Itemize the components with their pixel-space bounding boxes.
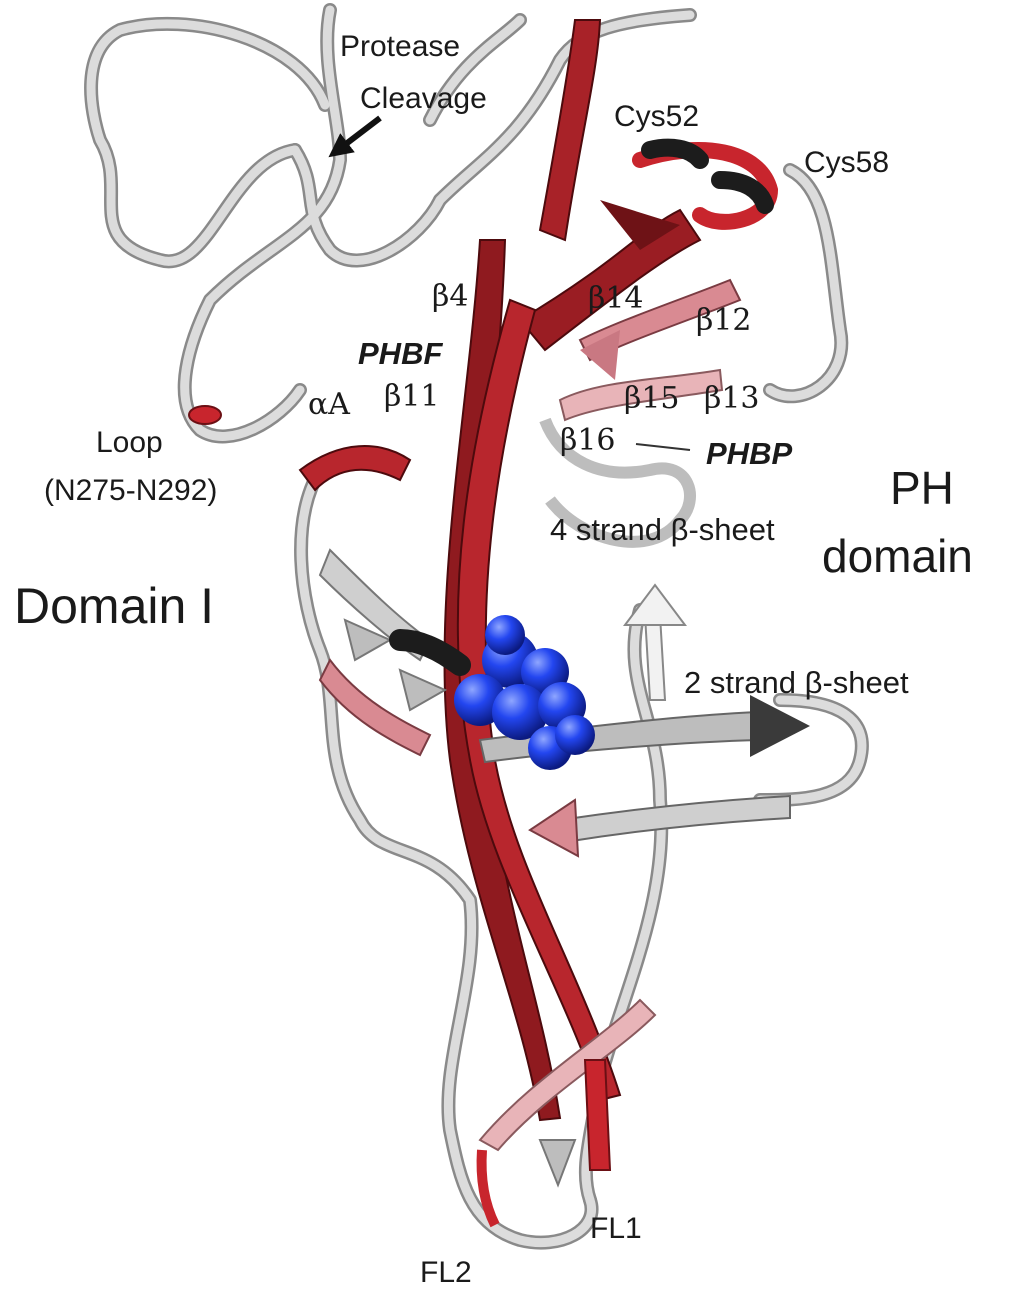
two-strand-lower-arrowhead bbox=[530, 800, 578, 856]
fl1-strand bbox=[585, 1060, 610, 1170]
domain-i-arrow-2 bbox=[400, 670, 445, 710]
ph-domain-label: domain bbox=[822, 530, 973, 583]
cys52-label: Cys52 bbox=[614, 100, 699, 135]
beta16-leader bbox=[636, 444, 690, 450]
phbp-label: PHBP bbox=[706, 436, 792, 472]
cys58-label: Cys58 bbox=[804, 146, 889, 181]
cleavage-label: Cleavage bbox=[360, 82, 487, 117]
lower-crossing-strand bbox=[480, 1000, 655, 1150]
beta13-label: β13 bbox=[704, 382, 760, 417]
beta4-label: β4 bbox=[432, 280, 468, 315]
top-strand bbox=[540, 20, 600, 240]
domain-i-label: Domain I bbox=[14, 578, 214, 636]
fl1-arrowhead bbox=[540, 1140, 575, 1185]
two-strand-lower bbox=[560, 796, 790, 842]
beta11-label: β11 bbox=[384, 380, 440, 415]
right-vertical-strand bbox=[645, 615, 665, 700]
beta15-label: β15 bbox=[624, 382, 680, 417]
fl2-label: FL2 bbox=[420, 1256, 472, 1290]
loop-range-label: (N275-N292) bbox=[44, 474, 217, 509]
ph-label: PH bbox=[890, 462, 954, 515]
loop-label: Loop bbox=[96, 426, 163, 461]
cys58-segment bbox=[720, 180, 765, 205]
alpha-a-helix bbox=[300, 446, 410, 490]
phbf-label: PHBF bbox=[358, 336, 442, 372]
beta12-label: β12 bbox=[696, 304, 752, 339]
fl1-label: FL1 bbox=[590, 1212, 642, 1247]
protease-label: Protease bbox=[340, 30, 460, 65]
right-vertical-arrowhead bbox=[625, 585, 685, 625]
beta14-label: β14 bbox=[588, 282, 644, 317]
two-strand-sheet-label: 2 strand β-sheet bbox=[684, 665, 909, 701]
alpha-a-label: αA bbox=[308, 388, 350, 423]
four-strand-sheet-label: 4 strand β-sheet bbox=[550, 512, 775, 548]
loop-segment bbox=[189, 406, 221, 424]
beta16-label: β16 bbox=[560, 424, 616, 459]
